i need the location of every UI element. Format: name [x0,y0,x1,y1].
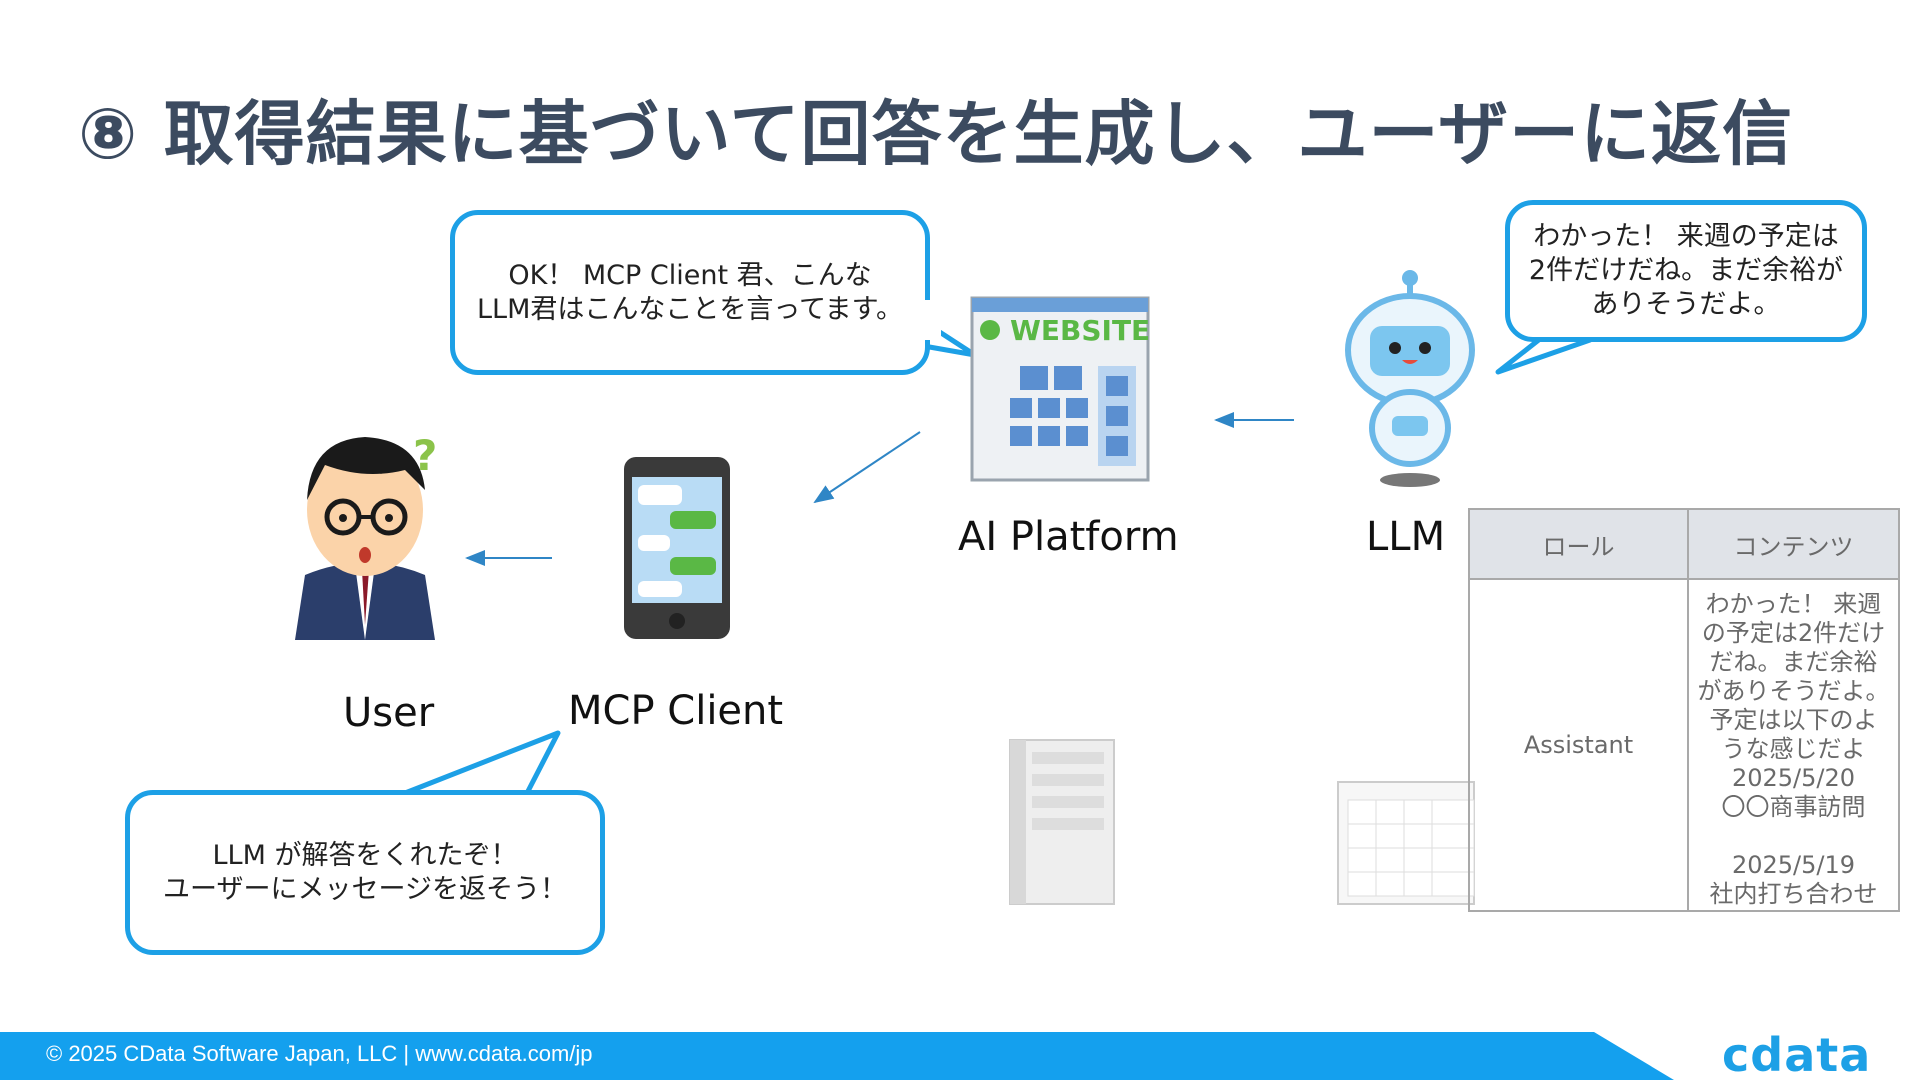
table-cell-role: Assistant [1468,578,1689,912]
table-row: Assistant わかった！ 来週 の予定は2件だけ だね。まだ余裕 がありそ… [1468,578,1900,912]
user-illustration: ? [295,431,437,640]
server-illustration [1009,739,1115,905]
message-table: ロール コンテンツ Assistant わかった！ 来週 の予定は2件だけ だね… [1468,508,1900,912]
smartphone-illustration [624,457,730,639]
footer-copyright: © 2025 CData Software Japan, LLC | www.c… [46,1041,593,1066]
slide-title: ⑧ 取得結果に基づいて回答を生成し、ユーザーに返信 [78,93,1794,175]
label-llm: LLM [1366,514,1446,560]
table-header-role: ロール [1468,508,1689,580]
label-user: User [343,690,435,736]
label-ai-platform: AI Platform [958,514,1179,560]
footer-bar [0,1032,1674,1080]
website-illustration: WEBSITE [970,296,1150,482]
svg-text:?: ? [413,431,437,480]
table-header-content: コンテンツ [1687,508,1900,580]
cdata-logo: cdata [1722,1028,1872,1082]
client-speech-bubble: LLM が解答をくれたぞ！ ユーザーにメッセージを返そう！ [125,790,605,955]
table-cell-content: わかった！ 来週 の予定は2件だけ だね。まだ余裕 がありそうだよ。 予定は以下… [1687,578,1900,912]
platform-speech-bubble: OK！ MCP Client 君、こんな LLM君はこんなことを言ってます。 [450,210,930,375]
calendar-illustration [1337,781,1475,905]
robot-illustration [1345,270,1475,487]
arrow-platform-to-client [813,431,921,504]
website-logo-text: WEBSITE [1010,314,1150,347]
llm-speech-bubble: わかった！ 来週の予定は 2件だけだね。まだ余裕が ありそうだよ。 [1505,200,1867,342]
footer: © 2025 CData Software Japan, LLC | www.c… [0,1032,1920,1080]
label-mcp-client: MCP Client [568,688,784,734]
